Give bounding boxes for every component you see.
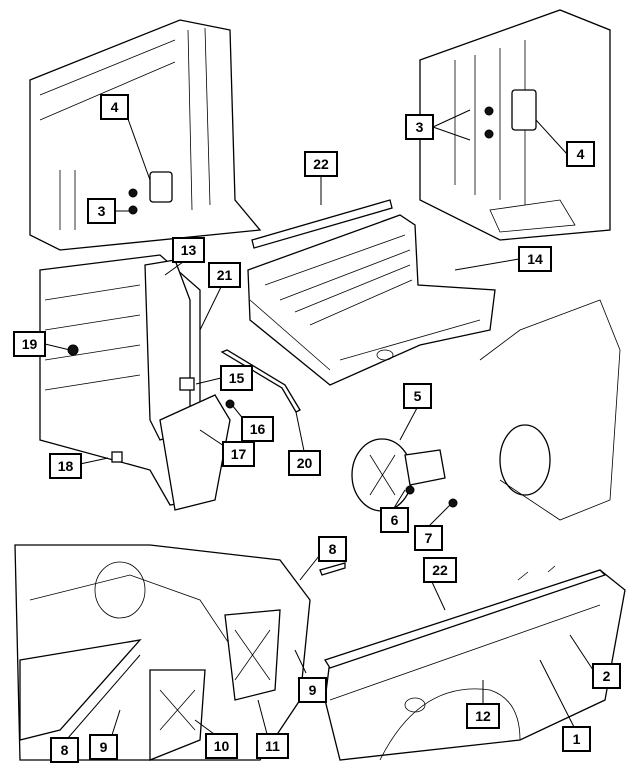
callout-4-top-left: 4: [100, 94, 129, 120]
box-side-panel-view: [324, 565, 626, 761]
callout-label: 9: [309, 682, 317, 698]
bed-front-right-view: [419, 9, 611, 241]
fuel-filler-door-assembly: [351, 299, 621, 521]
callout-label: 7: [425, 530, 433, 546]
callout-11: 11: [256, 733, 289, 759]
callout-4-top-right: 4: [566, 141, 595, 167]
callout-label: 14: [527, 251, 543, 267]
callout-label: 1: [573, 731, 581, 747]
callout-label: 8: [61, 742, 69, 758]
callout-14: 14: [518, 246, 552, 272]
callout-2: 2: [592, 663, 621, 689]
callout-6: 6: [380, 507, 409, 533]
callout-label: 11: [265, 738, 280, 754]
wheel-well-liner-view: [14, 544, 346, 761]
callout-19: 19: [13, 331, 46, 357]
callout-5: 5: [403, 383, 432, 409]
callout-label: 4: [111, 99, 119, 115]
callout-label: 2: [603, 668, 611, 684]
callout-17: 17: [222, 441, 255, 467]
callout-label: 15: [229, 370, 245, 386]
callout-22-bottom: 22: [423, 557, 457, 583]
callout-8-bottom: 8: [50, 737, 79, 763]
callout-label: 20: [297, 455, 313, 471]
callout-label: 13: [181, 242, 197, 258]
callout-label: 16: [250, 421, 266, 437]
callout-21: 21: [208, 262, 241, 288]
callout-label: 22: [432, 562, 448, 578]
callout-label: 19: [22, 336, 38, 352]
callout-9-bottom: 9: [89, 734, 118, 760]
callout-label: 9: [100, 739, 108, 755]
callout-label: 21: [217, 267, 233, 283]
callout-label: 8: [329, 541, 337, 557]
callout-8-mid: 8: [318, 536, 347, 562]
callout-label: 10: [214, 738, 230, 754]
callout-label: 6: [391, 512, 399, 528]
pickup-box-assembly: [247, 199, 496, 386]
callout-label: 18: [58, 458, 74, 474]
callout-7: 7: [414, 525, 443, 551]
callout-10: 10: [205, 733, 238, 759]
callout-label: 4: [577, 146, 585, 162]
callout-20: 20: [288, 450, 321, 476]
callout-label: 3: [416, 119, 424, 135]
callout-16: 16: [241, 416, 274, 442]
callout-13: 13: [172, 237, 205, 263]
callout-label: 22: [313, 156, 329, 172]
callout-label: 5: [414, 388, 422, 404]
bed-corner-left-view: [29, 19, 262, 251]
callout-label: 17: [231, 446, 247, 462]
callout-15: 15: [220, 365, 253, 391]
callout-label: 12: [475, 708, 491, 724]
callout-1: 1: [562, 726, 591, 752]
callout-3-top-right: 3: [405, 114, 434, 140]
callout-18: 18: [49, 453, 82, 479]
callout-label: 3: [98, 203, 106, 219]
callout-22-top: 22: [304, 151, 338, 177]
callout-9-mid: 9: [298, 677, 327, 703]
callout-12: 12: [466, 703, 500, 729]
callout-3-top-left: 3: [87, 198, 116, 224]
bed-rail-strip: [220, 349, 301, 413]
